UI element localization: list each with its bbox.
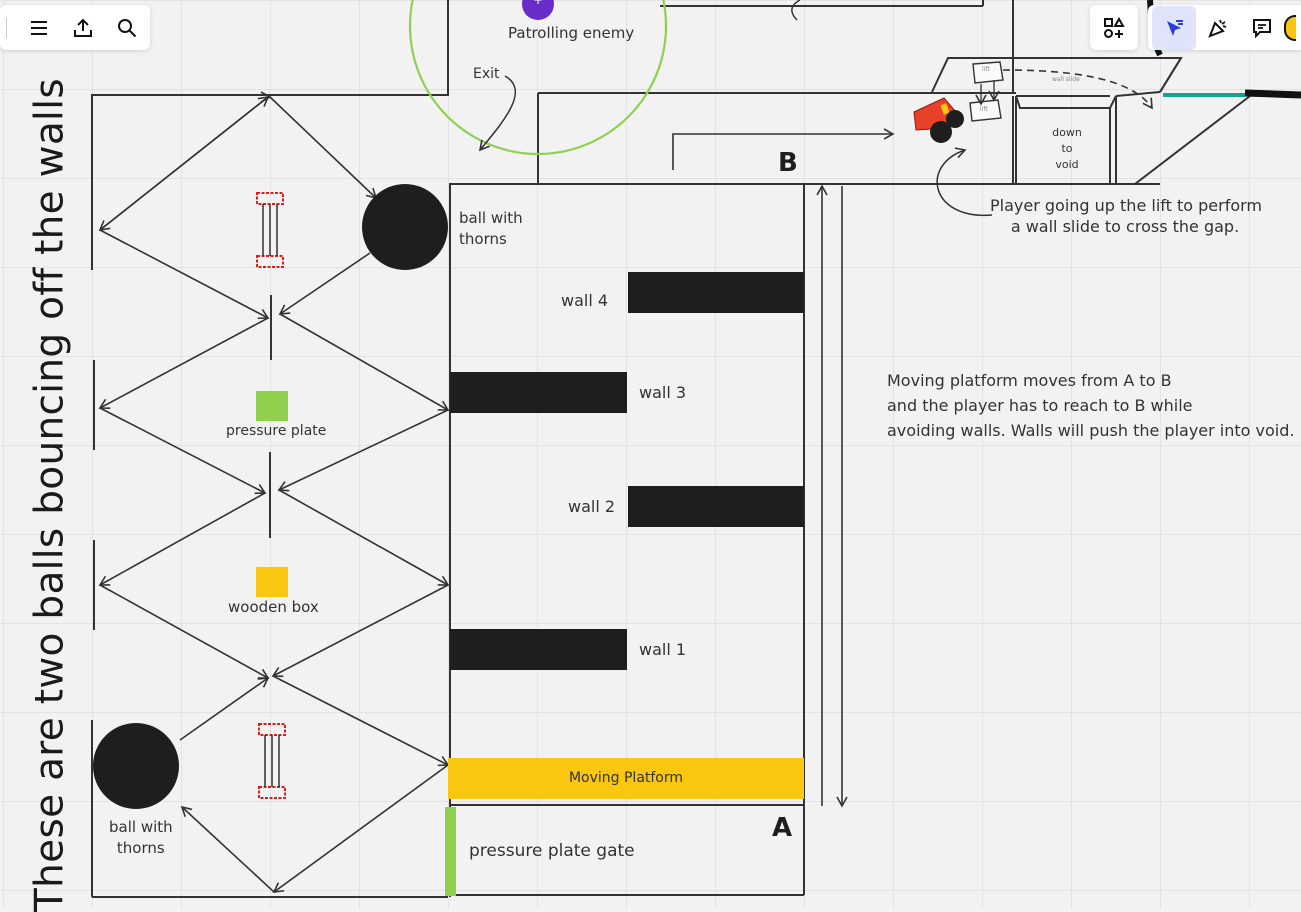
thorn-ball-top xyxy=(362,184,448,270)
wall-1 xyxy=(450,629,627,670)
wooden-box-block xyxy=(256,567,288,597)
player-note: Player going up the lift to perform a wa… xyxy=(990,196,1263,236)
pressure-plate-gate-block xyxy=(445,807,456,896)
menu-icon[interactable] xyxy=(17,6,61,50)
enemy-plus-icon: + xyxy=(533,0,543,7)
ball-top-label: ball with thorns xyxy=(459,209,523,248)
down-to-void-label: down to void xyxy=(1052,126,1082,171)
lift-label-top: lift xyxy=(982,66,990,73)
select-icon[interactable] xyxy=(1152,5,1196,50)
left-toolbar xyxy=(0,5,150,50)
comment-icon[interactable] xyxy=(1240,6,1284,50)
right-toolbar xyxy=(1148,5,1301,50)
moving-platform-label: Moving Platform xyxy=(568,770,684,786)
pressure-plate-block xyxy=(256,391,288,421)
pressure-plate-gate-label: pressure plate gate xyxy=(469,841,635,861)
thorn-ball-bottom xyxy=(93,723,179,809)
wall-3-label: wall 3 xyxy=(639,383,687,402)
path-arrow xyxy=(672,128,895,170)
point-a-label: A xyxy=(772,813,793,843)
vertical-caption: These are two balls bouncing off the wal… xyxy=(27,78,73,912)
player-note-arrow xyxy=(936,147,993,216)
wall-2 xyxy=(628,486,804,527)
thorn-pillar-bottom xyxy=(258,723,286,799)
moving-platform-block xyxy=(448,758,804,799)
wall-slide-arrow xyxy=(1002,69,1153,110)
wall-3 xyxy=(450,372,627,413)
avatar[interactable] xyxy=(1284,14,1296,41)
patrolling-enemy-label: Patrolling enemy xyxy=(508,24,635,42)
upload-icon[interactable] xyxy=(61,6,105,50)
level-outline xyxy=(91,0,1251,898)
lift-label-bottom: lift xyxy=(980,106,988,113)
wall-4-label: wall 4 xyxy=(561,291,609,310)
enemy-arrow xyxy=(791,0,801,21)
wall-2-label: wall 2 xyxy=(568,497,616,516)
wall-slide-label: wall slide xyxy=(1052,76,1080,83)
shapes-icon[interactable] xyxy=(1092,6,1136,50)
celebrate-icon[interactable] xyxy=(1196,6,1240,50)
wall-1-label: wall 1 xyxy=(639,640,687,659)
wooden-box-label: wooden box xyxy=(228,598,319,616)
pressure-plate-label: pressure plate xyxy=(226,423,327,439)
player-sprite xyxy=(913,97,964,143)
exit-arrow xyxy=(478,75,517,152)
toolbar-divider xyxy=(6,16,7,39)
point-b-label: B xyxy=(778,148,798,178)
patrolling-enemy xyxy=(522,0,554,20)
search-icon[interactable] xyxy=(105,6,149,50)
platform-note: Moving platform moves from A to B and th… xyxy=(887,371,1295,440)
ball-bottom-label: ball with thorns xyxy=(109,818,173,857)
exit-label: Exit xyxy=(473,66,500,82)
wall-4 xyxy=(628,272,804,313)
shapes-toolbar xyxy=(1090,5,1138,50)
thorn-pillar-top xyxy=(256,192,284,268)
lift xyxy=(969,61,1004,122)
enemy-patrol-radius xyxy=(408,0,668,156)
